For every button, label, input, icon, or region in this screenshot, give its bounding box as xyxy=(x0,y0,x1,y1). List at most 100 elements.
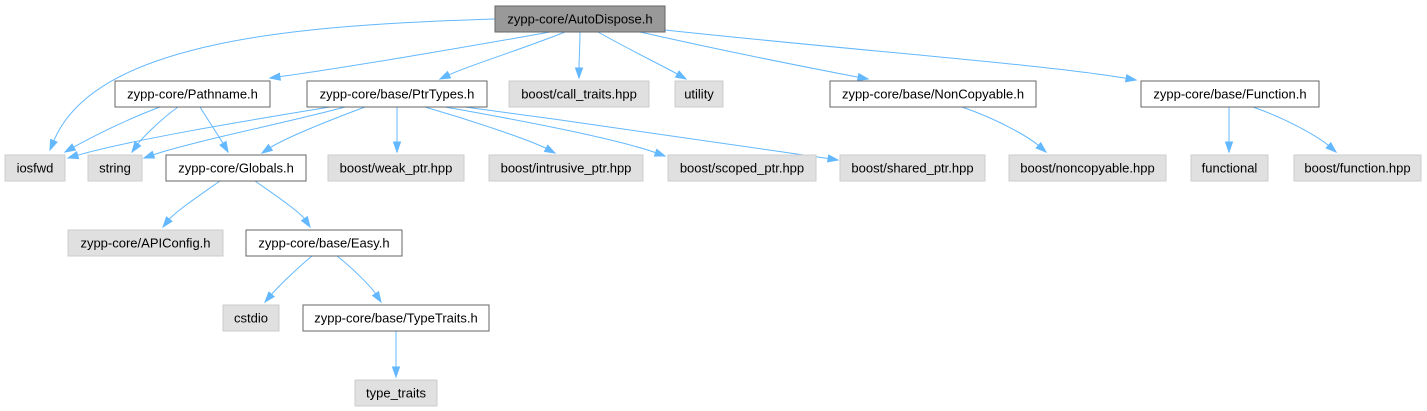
node-noncopyable_h[interactable]: zypp-core/base/NonCopyable.h xyxy=(829,80,1037,108)
edge-ptrtypes-to-string xyxy=(142,106,346,159)
edge-arrowhead xyxy=(131,141,142,154)
edge-ptrtypes-to-intrusive_ptr xyxy=(424,106,557,154)
edge-line xyxy=(136,106,179,145)
node-label: boost/call_traits.hpp xyxy=(521,87,637,102)
edge-arrowhead xyxy=(674,70,688,80)
edge-pathname-to-globals xyxy=(199,106,229,154)
node-box xyxy=(1190,154,1269,182)
edge-line xyxy=(447,31,566,76)
edge-line xyxy=(578,31,581,70)
edges-layer xyxy=(49,18,1338,379)
node-easy[interactable]: zypp-core/base/Easy.h xyxy=(245,229,403,257)
node-pathname[interactable]: zypp-core/Pathname.h xyxy=(114,80,271,108)
node-label: boost/weak_ptr.hpp xyxy=(340,161,453,176)
edge-autodispose-to-noncopyable_h xyxy=(639,31,870,82)
edge-autodispose-to-call_traits xyxy=(574,31,584,80)
node-string: string xyxy=(87,154,143,182)
node-scoped_ptr: boost/scoped_ptr.hpp xyxy=(667,154,817,182)
edge-autodispose-to-ptrtypes xyxy=(438,31,566,80)
edge-arrowhead xyxy=(1035,141,1048,153)
node-shared_ptr: boost/shared_ptr.hpp xyxy=(839,154,986,182)
edge-arrowhead xyxy=(260,143,274,154)
node-label: boost/function.hpp xyxy=(1304,161,1410,176)
node-label: zypp-core/APIConfig.h xyxy=(80,236,210,251)
edge-arrowhead xyxy=(438,70,452,80)
edge-arrowhead xyxy=(391,366,401,379)
node-autodispose: zypp-core/AutoDispose.h xyxy=(494,5,666,33)
edge-ptrtypes-to-iosfwd xyxy=(66,106,331,160)
edge-ptrtypes-to-weak_ptr xyxy=(392,107,402,154)
edge-line xyxy=(152,106,346,156)
node-box xyxy=(674,80,724,108)
edge-arrowhead xyxy=(142,150,156,159)
edge-arrowhead xyxy=(1124,74,1138,83)
node-box xyxy=(667,154,817,182)
edge-autodispose-to-function_h xyxy=(664,29,1138,83)
node-function_h[interactable]: zypp-core/base/Function.h xyxy=(1140,80,1320,108)
node-ptrtypes[interactable]: zypp-core/base/PtrTypes.h xyxy=(306,80,488,108)
node-intrusive_ptr: boost/intrusive_ptr.hpp xyxy=(488,154,644,182)
node-function_hpp: boost/function.hpp xyxy=(1293,154,1422,182)
edge-function_h-to-function_hpp xyxy=(1252,106,1338,153)
edge-ptrtypes-to-scoped_ptr xyxy=(444,106,667,157)
edge-arrowhead xyxy=(268,72,281,81)
edge-line xyxy=(961,106,1040,147)
node-apiconfig: zypp-core/APIConfig.h xyxy=(67,229,224,257)
edge-autodispose-to-pathname xyxy=(268,31,551,81)
node-utility: utility xyxy=(674,80,724,108)
edge-easy-to-typetraits xyxy=(336,255,382,304)
edge-easy-to-cstdio xyxy=(264,255,313,304)
nodes-layer: zypp-core/AutoDispose.h zypp-core/Pathnam… xyxy=(4,5,1422,407)
node-iosfwd: iosfwd xyxy=(4,154,66,182)
node-label: string xyxy=(99,161,131,176)
node-box xyxy=(1140,80,1320,108)
node-weak_ptr: boost/weak_ptr.hpp xyxy=(327,154,465,182)
node-box xyxy=(488,154,644,182)
edge-line xyxy=(444,106,657,154)
edge-line xyxy=(639,31,860,78)
edge-arrowhead xyxy=(826,154,840,163)
node-box xyxy=(114,80,271,108)
node-call_traits: boost/call_traits.hpp xyxy=(508,80,650,108)
node-label: type_traits xyxy=(366,386,426,401)
edge-line xyxy=(76,106,331,156)
node-box xyxy=(4,154,66,182)
edge-autodispose-to-utility xyxy=(597,31,688,80)
node-label: boost/noncopyable.hpp xyxy=(1020,161,1154,176)
edge-line xyxy=(168,180,221,221)
node-box xyxy=(508,80,650,108)
edge-arrowhead xyxy=(1325,141,1338,153)
node-label: zypp-core/base/TypeTraits.h xyxy=(314,311,478,326)
edge-arrowhead xyxy=(574,67,584,80)
edge-arrowhead xyxy=(264,291,276,304)
node-label: iosfwd xyxy=(17,161,54,176)
edge-arrowhead xyxy=(49,138,58,152)
node-typetraits[interactable]: zypp-core/base/TypeTraits.h xyxy=(302,304,490,332)
node-box xyxy=(1293,154,1422,182)
edge-line xyxy=(254,180,306,220)
node-box xyxy=(839,154,986,182)
edge-arrowhead xyxy=(653,148,667,157)
edge-pathname-to-iosfwd xyxy=(63,106,161,153)
edge-line xyxy=(336,255,377,295)
node-label: boost/shared_ptr.hpp xyxy=(851,161,973,176)
edge-line xyxy=(464,106,830,160)
edge-arrowhead xyxy=(1224,141,1234,154)
edge-arrowhead xyxy=(856,72,870,82)
node-label: boost/intrusive_ptr.hpp xyxy=(501,161,632,176)
edge-arrowhead xyxy=(219,140,229,154)
edge-line xyxy=(270,255,313,296)
node-label: zypp-core/Globals.h xyxy=(178,161,294,176)
edge-arrowhead xyxy=(162,216,173,229)
edge-arrowhead xyxy=(66,151,80,160)
edge-line xyxy=(1252,106,1330,147)
node-globals[interactable]: zypp-core/Globals.h xyxy=(165,154,307,182)
node-noncopyable_hpp: boost/noncopyable.hpp xyxy=(1008,154,1167,182)
node-box xyxy=(829,80,1037,108)
node-label: cstdio xyxy=(234,311,268,326)
node-cstdio: cstdio xyxy=(222,304,280,332)
edge-arrowhead xyxy=(392,141,402,154)
node-box xyxy=(1008,154,1167,182)
edge-arrowhead xyxy=(371,290,382,304)
